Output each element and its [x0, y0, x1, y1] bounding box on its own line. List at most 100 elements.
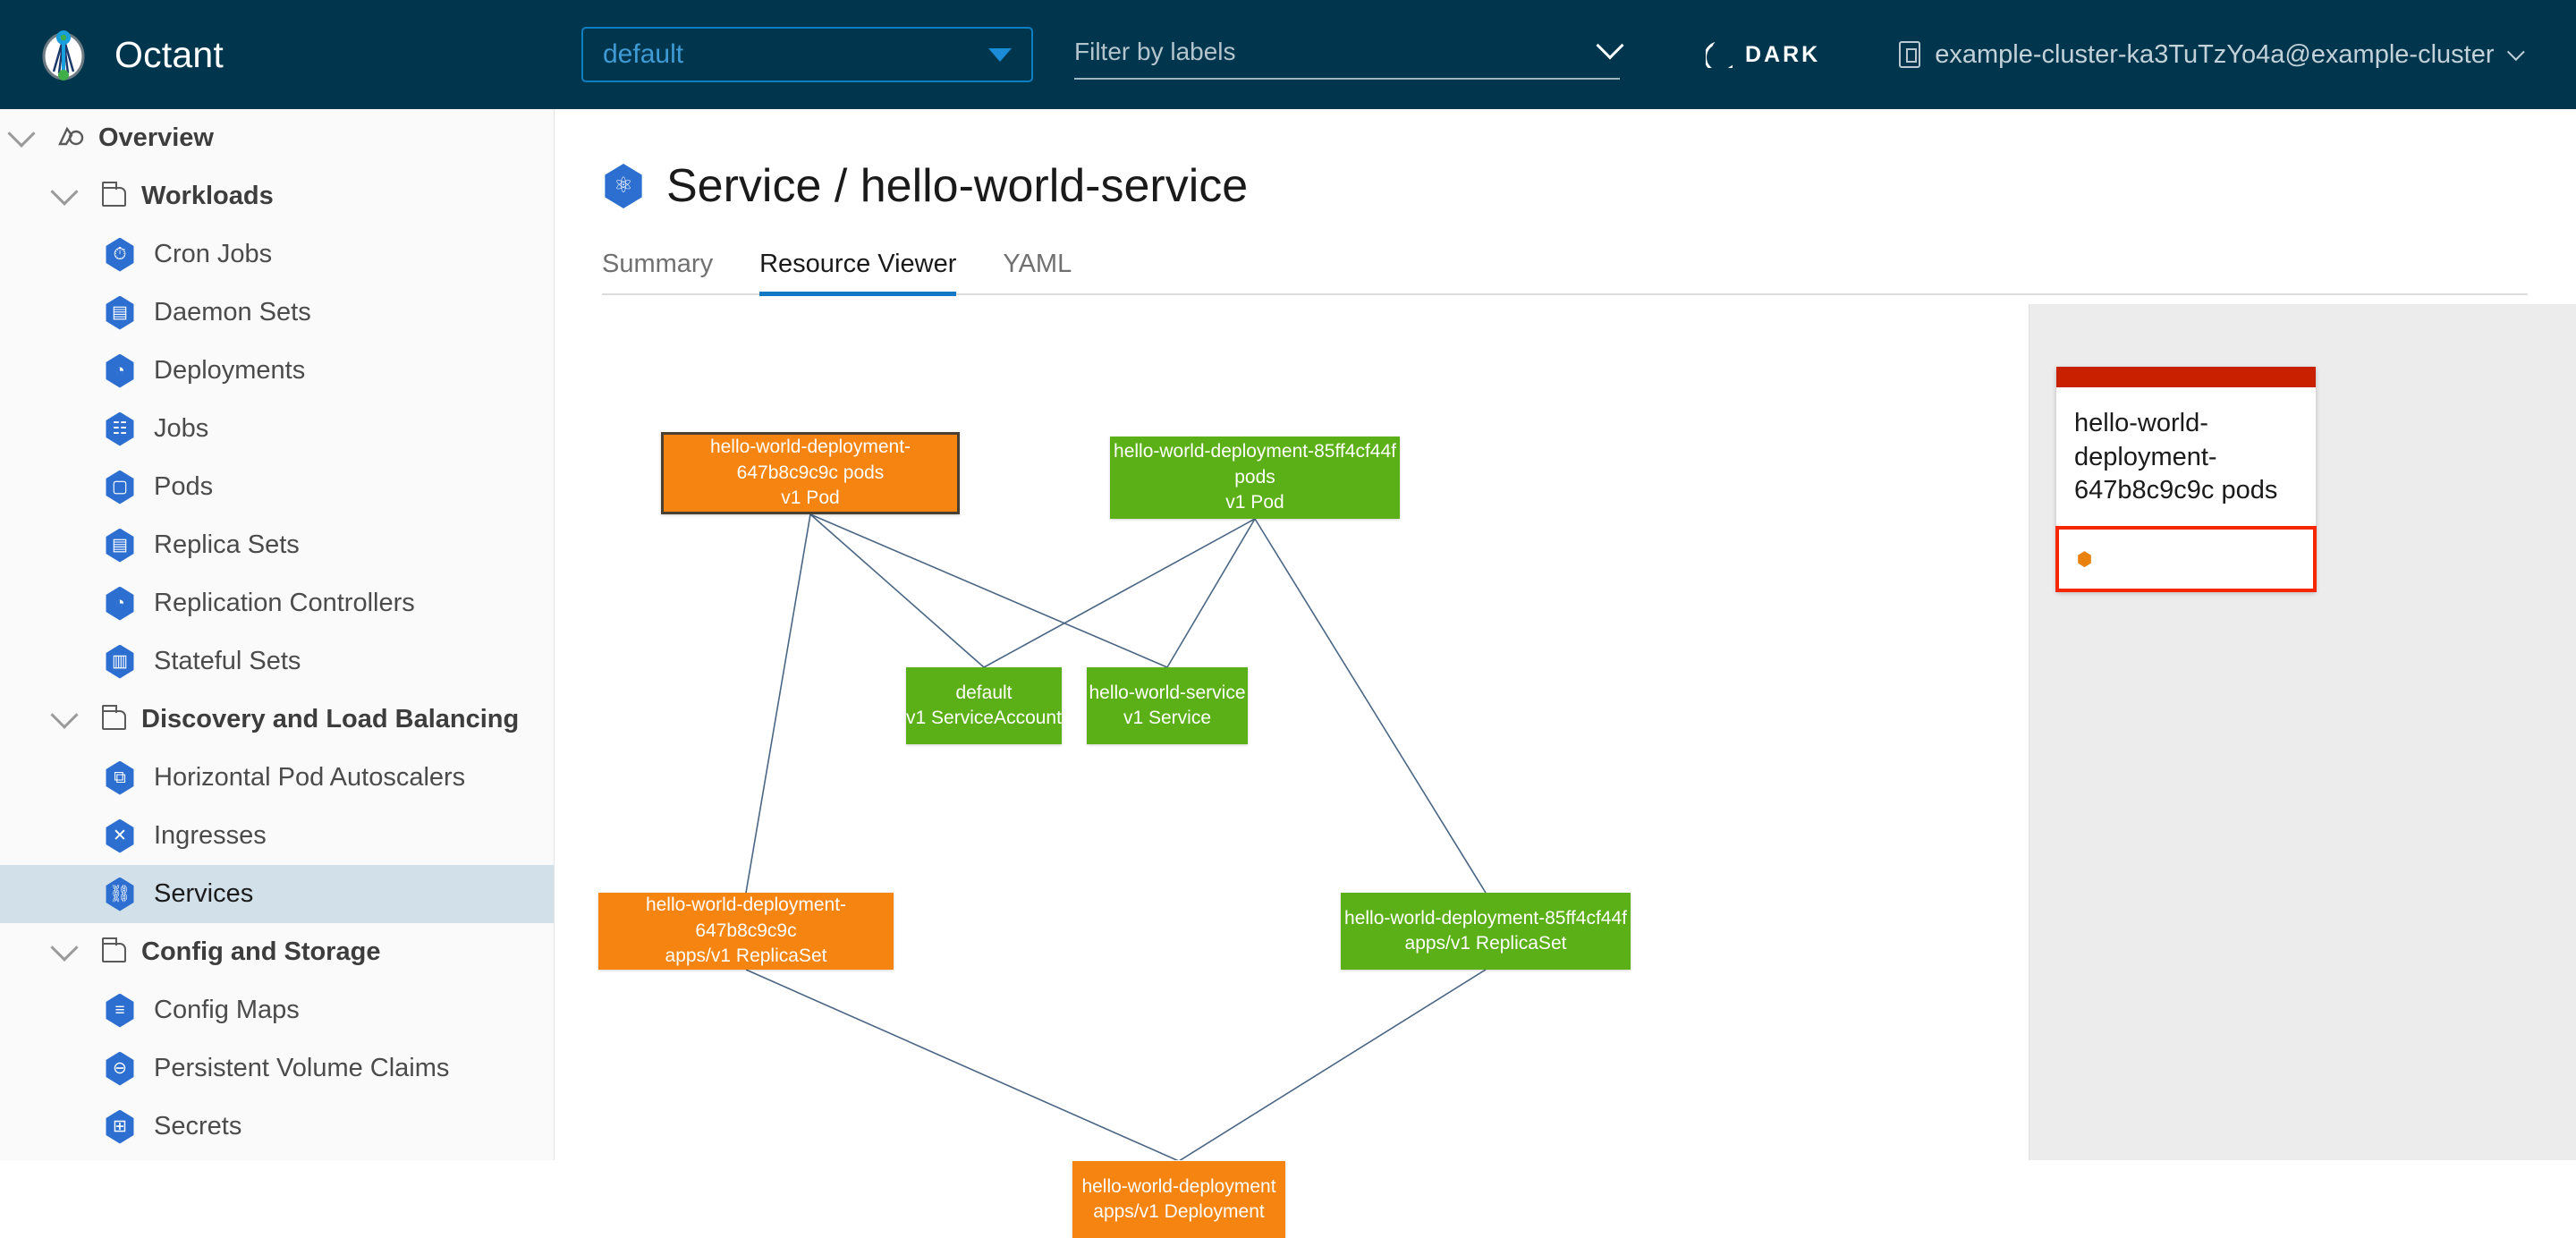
sidebar-item-horizontal-pod-autoscalers[interactable]: ⧉ Horizontal Pod Autoscalers — [0, 749, 554, 807]
namespace-selector[interactable]: default — [581, 27, 1033, 82]
chevron-down-icon — [7, 119, 36, 148]
detail-accent-bar — [2056, 367, 2316, 387]
sidebar-item-daemon-sets[interactable]: ▤ Daemon Sets — [0, 284, 554, 342]
graph-node-label: hello-world-service v1 Service — [1089, 681, 1245, 732]
brand[interactable]: Octant — [36, 27, 555, 82]
resource-graph[interactable]: hello-world-deployment-647b8c9c9c pods v1… — [555, 304, 2029, 1238]
sidebar-item-label: Workloads — [141, 182, 274, 210]
sidebar-item-jobs[interactable]: ☷ Jobs — [0, 400, 554, 458]
sidebar-item-label: Jobs — [154, 414, 209, 443]
hpa-icon: ⧉ — [106, 760, 134, 795]
expand-toggle[interactable] — [43, 177, 86, 207]
graph-edge — [1166, 518, 1256, 668]
brand-name: Octant — [114, 33, 224, 75]
secret-icon: ⊞ — [106, 1109, 134, 1144]
graph-node-kind: v1 Service — [1123, 708, 1212, 728]
graph-edge — [1179, 969, 1487, 1160]
sidebar-item-label: Horizontal Pod Autoscalers — [154, 763, 466, 792]
graph-node-kind: v1 Pod — [1225, 492, 1284, 513]
sidebar-item-label: Discovery and Load Balancing — [141, 705, 520, 733]
icon-glyph: ≡ — [114, 1001, 125, 1020]
page-title: ⚛ Service / hello-world-service — [602, 159, 2576, 213]
graph-node-name: hello-world-service — [1089, 682, 1246, 703]
sidebar-item-persistent-volume-claims[interactable]: ⊖Persistent Volume Claims — [0, 1039, 554, 1098]
folder-icon — [101, 704, 126, 730]
icon-slot: ⊞ — [86, 1109, 154, 1144]
cluster-name: example-cluster-ka3TuTzYo4a@example-clus… — [1935, 39, 2495, 69]
graph-node-label: hello-world-deployment-85ff4cf44f pods v1… — [1110, 439, 1400, 515]
graph-node-name: hello-world-deployment-647b8c9c9c pods — [709, 437, 911, 483]
detail-card[interactable]: hello-world-deployment-647b8c9c9c pods — [2055, 367, 2317, 593]
sidebar-item-cron-jobs[interactable]: ⏱Cron Jobs — [0, 225, 554, 284]
expand-toggle[interactable] — [43, 933, 86, 962]
icon-glyph: ◔ — [114, 594, 125, 613]
graph-node-name: hello-world-deployment-85ff4cf44f pods — [1114, 441, 1396, 488]
sidebar-item-label: Overview — [98, 123, 214, 152]
icon-slot — [86, 704, 141, 730]
label-filter-placeholder: Filter by labels — [1074, 38, 1236, 65]
daemonset-icon: ▤ — [106, 295, 134, 330]
sidebar-item-ingresses[interactable]: ✕Ingresses — [0, 807, 554, 865]
graph-edge — [809, 513, 985, 668]
detail-status-box[interactable] — [2055, 526, 2317, 593]
sidebar-item-stateful-sets[interactable]: ▥Stateful Sets — [0, 632, 554, 691]
sidebar-item-label: Services — [154, 879, 254, 908]
sidebar-item-label: Daemon Sets — [154, 298, 311, 326]
sidebar-item-config-maps[interactable]: ≡Config Maps — [0, 981, 554, 1039]
sidebar-item-replica-sets[interactable]: ▤Replica Sets — [0, 516, 554, 574]
moon-icon — [1706, 41, 1733, 68]
job-icon: ☷ — [106, 411, 134, 446]
sidebar-item-discovery-and-load-balancing[interactable]: Discovery and Load Balancing — [0, 691, 554, 749]
sidebar-item-pods[interactable]: ▢Pods — [0, 458, 554, 516]
icon-glyph: ✕ — [113, 827, 127, 845]
expand-toggle[interactable] — [43, 700, 86, 730]
sidebar-item-workloads[interactable]: Workloads — [0, 167, 554, 225]
icon-glyph: ⊞ — [113, 1117, 127, 1136]
graph-node-kind: apps/v1 Deployment — [1093, 1201, 1265, 1222]
icon-glyph: ◔ — [114, 361, 125, 380]
graph-edge — [745, 513, 811, 894]
replicationcontroller-icon: ◔ — [106, 586, 134, 621]
icon-glyph: ▤ — [112, 303, 128, 322]
cluster-selector[interactable]: example-cluster-ka3TuTzYo4a@example-clus… — [1899, 39, 2525, 70]
graph-node-kind: v1 ServiceAccount — [906, 708, 1062, 728]
service-icon: ⛓ — [106, 877, 134, 912]
sidebar-item-config-and-storage[interactable]: Config and Storage — [0, 923, 554, 981]
tab-yaml[interactable]: YAML — [1003, 250, 1072, 278]
status-dot-icon — [2078, 551, 2091, 568]
sidebar-item-label: Config and Storage — [141, 937, 381, 966]
icon-slot — [86, 937, 141, 962]
sidebar-item-label: Persistent Volume Claims — [154, 1054, 450, 1082]
sidebar-item-label: Replica Sets — [154, 530, 300, 559]
graph-edge — [745, 969, 1179, 1160]
sidebar-item-secrets[interactable]: ⊞Secrets — [0, 1098, 554, 1156]
sidebar-item-replication-controllers[interactable]: ◔Replication Controllers — [0, 574, 554, 632]
sidebar-item-overview[interactable]: Overview — [0, 109, 554, 167]
graph-edge — [983, 518, 1256, 668]
cluster-icon — [1899, 41, 1921, 68]
expand-toggle[interactable] — [0, 119, 43, 148]
chevron-down-icon — [50, 933, 79, 962]
graph-node-svc[interactable]: hello-world-service v1 Service — [1087, 667, 1248, 744]
graph-node-pod-85f[interactable]: hello-world-deployment-85ff4cf44f pods v1… — [1110, 437, 1400, 519]
tab-resource-viewer[interactable]: Resource Viewer — [759, 250, 957, 296]
tab-bar[interactable]: Summary Resource Viewer YAML — [602, 243, 2528, 296]
sidebar-item-services[interactable]: ⛓ Services — [0, 865, 554, 923]
sidebar-item-deployments[interactable]: ◔Deployments — [0, 342, 554, 400]
icon-slot: ▢ — [86, 470, 154, 505]
service-glyph: ⚛ — [614, 174, 633, 198]
tab-summary[interactable]: Summary — [602, 250, 714, 278]
label-filter-input[interactable]: Filter by labels — [1074, 30, 1624, 80]
theme-toggle-button[interactable]: DARK — [1706, 41, 1820, 68]
chevron-down-icon[interactable] — [1596, 31, 1624, 60]
icon-slot: ◔ — [86, 586, 154, 621]
